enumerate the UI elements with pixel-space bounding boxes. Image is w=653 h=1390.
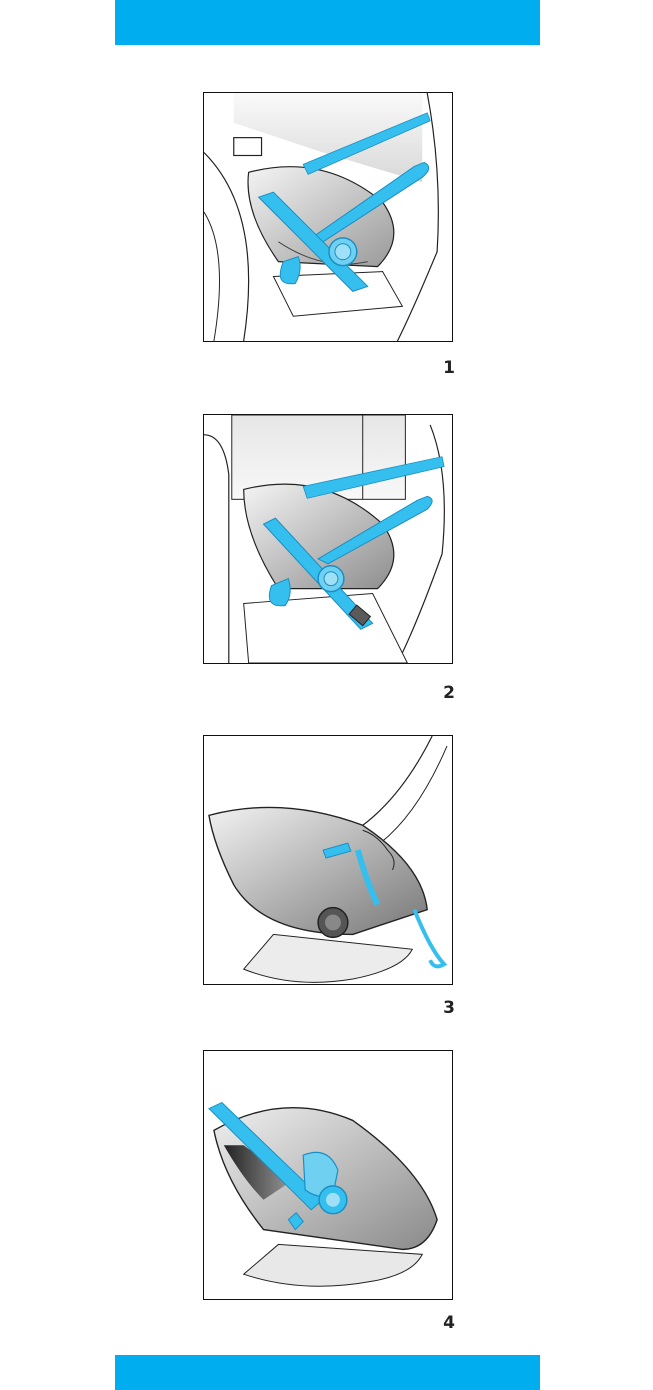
top-color-band xyxy=(115,0,540,45)
step-2-number: 2 xyxy=(430,683,455,703)
step-1-illustration xyxy=(203,92,453,342)
step-1-number: 1 xyxy=(430,358,455,378)
car-seat-belted-rear-facing-icon xyxy=(204,93,452,341)
step-3-illustration xyxy=(203,735,453,985)
bottom-color-band xyxy=(115,1355,540,1390)
car-seat-handle-locked-icon xyxy=(204,1051,452,1299)
step-4-number: 4 xyxy=(430,1313,455,1333)
car-seat-strap-hand-icon xyxy=(204,736,452,984)
step-3-number: 3 xyxy=(430,998,455,1018)
car-seat-belt-buckled-icon xyxy=(204,415,452,663)
step-2-illustration xyxy=(203,414,453,664)
step-4-illustration xyxy=(203,1050,453,1300)
